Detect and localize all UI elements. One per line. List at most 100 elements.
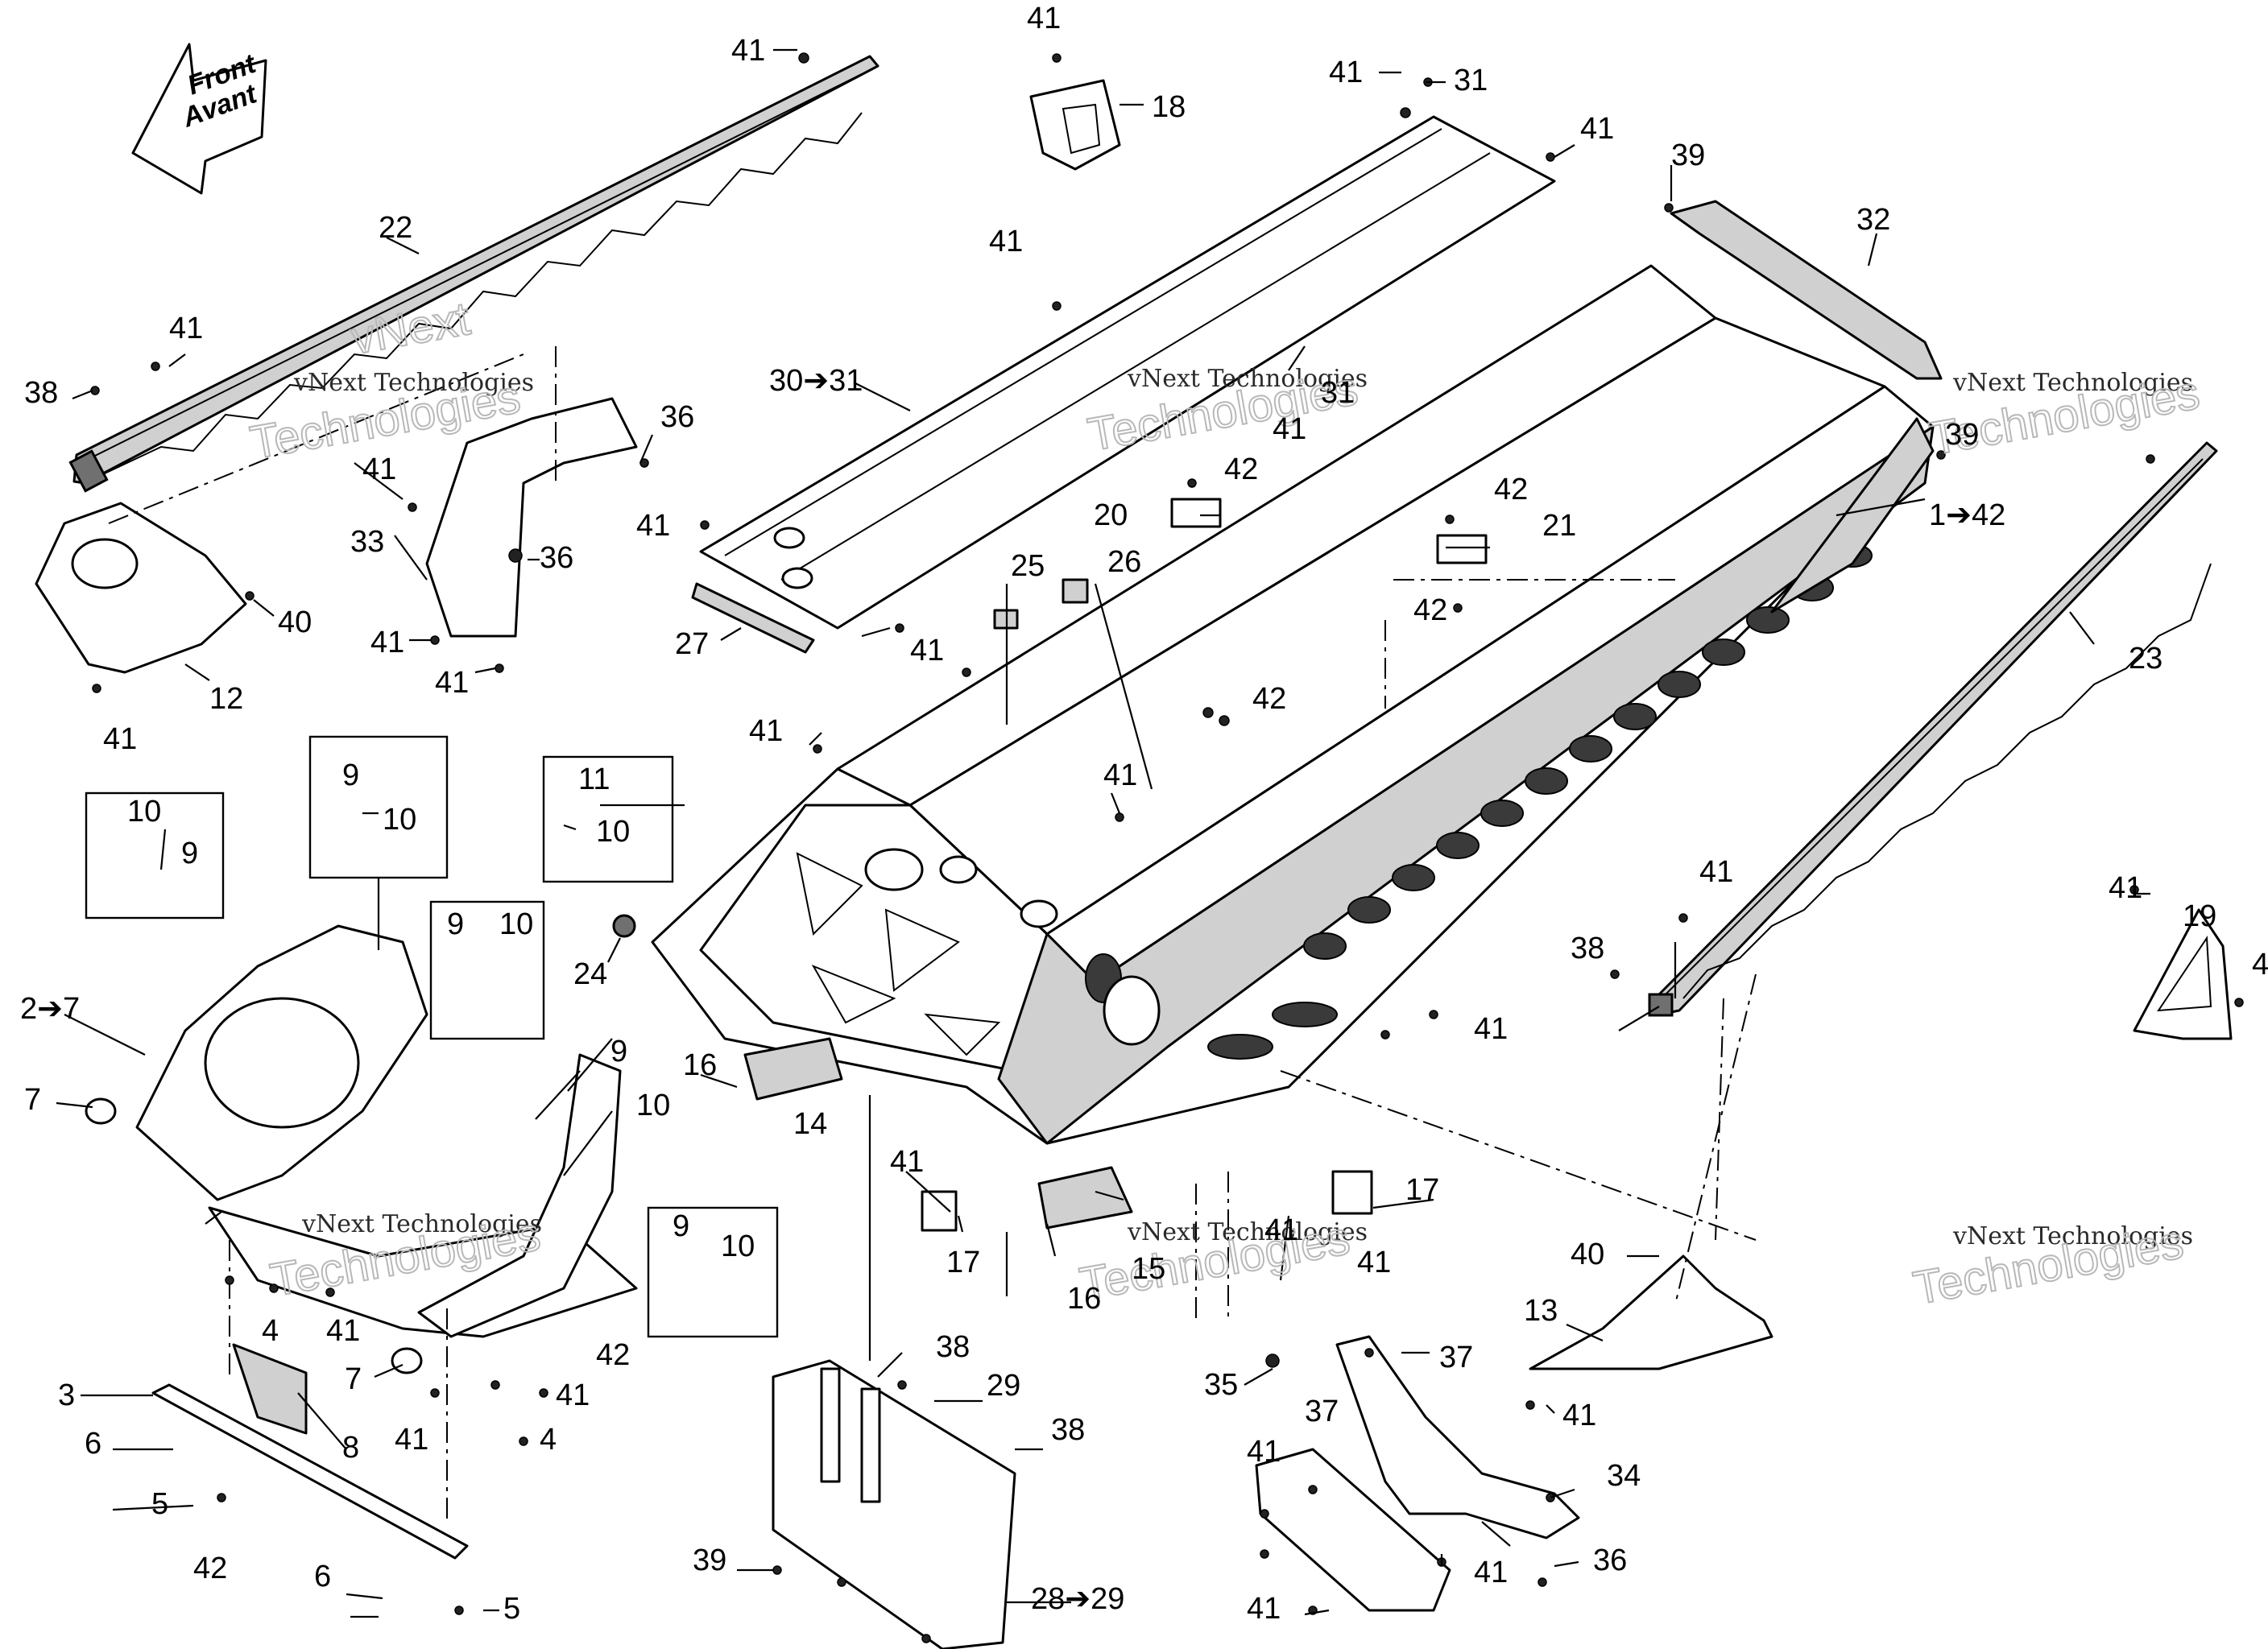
callout-41: 41 [1699,855,1733,889]
callout-34: 34 [1607,1459,1641,1493]
callout-15: 15 [1132,1252,1165,1286]
callout-13: 13 [1524,1294,1558,1328]
callout-6: 6 [85,1427,101,1461]
callout-39: 39 [1671,138,1705,172]
callout-4: 4 [2252,948,2268,982]
callout-42: 42 [193,1552,227,1585]
callout-14: 14 [793,1107,827,1141]
callout-38: 38 [24,376,58,410]
running-board-right [1648,441,2218,1017]
callout-41: 41 [749,714,783,748]
callout-42: 42 [1224,453,1258,486]
callout-16: 16 [1067,1282,1101,1316]
callout-6: 6 [314,1560,331,1593]
callout-42: 42 [1494,473,1528,506]
callout-41: 41 [435,666,469,700]
callout-19: 19 [2183,899,2216,933]
callout-10: 10 [127,795,161,829]
callout-17: 17 [946,1246,980,1279]
callout-42: 42 [1413,593,1447,627]
callout-37: 37 [1305,1395,1339,1428]
callout-10: 10 [383,803,416,837]
callout-41: 41 [2109,871,2142,905]
small-parts [35,79,2233,1649]
callout-8: 8 [342,1431,359,1465]
callout-18: 18 [1152,90,1186,124]
callout-31: 31 [1321,376,1355,410]
callout-41: 41 [1329,56,1363,89]
callout-9: 9 [673,1209,689,1243]
callout-41: 41 [1273,412,1306,446]
callout-42: 42 [596,1338,630,1372]
callout-4: 4 [540,1423,557,1457]
callout-10: 10 [636,1089,670,1122]
callout-9: 9 [342,758,359,792]
callout-41: 41 [556,1378,590,1412]
callout-31: 31 [1454,64,1488,97]
callout-7: 7 [24,1083,41,1117]
callout-12: 12 [209,682,243,716]
callout-40: 40 [1571,1238,1604,1271]
callout-39: 39 [1945,418,1979,452]
callout-36: 36 [660,400,694,434]
callout-36: 36 [540,541,573,575]
watermark-line3: vNext [347,292,474,365]
tunnel-assembly [651,264,1935,1145]
fasteners [90,52,2244,1643]
watermark-line1: vNext Technologies [1952,1222,2193,1250]
callout-28-29: 28➔29 [1031,1582,1124,1616]
callout-26: 26 [1107,545,1141,579]
callout-10: 10 [499,907,533,941]
callout-40: 40 [278,605,312,639]
callout-41: 41 [1264,1213,1298,1247]
callout-38: 38 [936,1330,970,1364]
callout-41: 41 [103,722,137,756]
callout-7: 7 [345,1362,362,1396]
callout-41: 41 [1580,112,1614,146]
callout-41: 41 [1247,1592,1281,1626]
callout-9: 9 [610,1035,627,1068]
callout-41: 41 [1357,1246,1391,1279]
callout-9: 9 [181,837,198,870]
callout-35: 35 [1204,1368,1238,1402]
callout-3: 3 [58,1378,75,1412]
callout-29: 29 [987,1369,1020,1403]
callout-41: 41 [910,634,944,667]
callout-4: 4 [262,1314,279,1348]
callout-25: 25 [1011,549,1045,583]
callout-24: 24 [573,957,607,991]
callout-30-31: 30➔31 [769,364,863,398]
callout-5: 5 [151,1487,168,1521]
callout-5: 5 [503,1592,520,1626]
callout-37: 37 [1439,1341,1473,1374]
callout-36: 36 [1593,1544,1627,1577]
watermark-line1: vNext Technologies [1127,365,1368,393]
callout-42: 42 [1252,682,1286,716]
heat-exchanger-top [699,115,1556,630]
callout-2-7: 2➔7 [20,992,80,1026]
center-lines [108,346,1757,1522]
front-direction-arrow: Front Avant [131,43,267,195]
callout-16: 16 [683,1048,717,1082]
callout-32: 32 [1856,203,1890,237]
callout-41: 41 [989,225,1023,258]
callout-41: 41 [1474,1012,1508,1046]
callout-11: 11 [578,763,610,796]
callout-41: 41 [636,509,670,543]
hardware-inset-boxes [85,735,779,1338]
callout-10: 10 [596,815,630,849]
callout-17: 17 [1405,1173,1439,1207]
callout-23: 23 [2129,642,2162,676]
callout-41: 41 [1027,2,1061,35]
running-board-left [68,55,879,493]
callout-41: 41 [1103,758,1137,792]
callout-41: 41 [1247,1435,1281,1469]
watermark-line1: vNext Technologies [1952,369,2193,397]
callout-38: 38 [1571,932,1604,965]
callout-38: 38 [1051,1413,1085,1447]
callout-20: 20 [1094,498,1128,532]
callout-41: 41 [370,626,404,659]
callout-1-42: 1➔42 [1929,498,2005,532]
callout-41: 41 [890,1145,924,1179]
